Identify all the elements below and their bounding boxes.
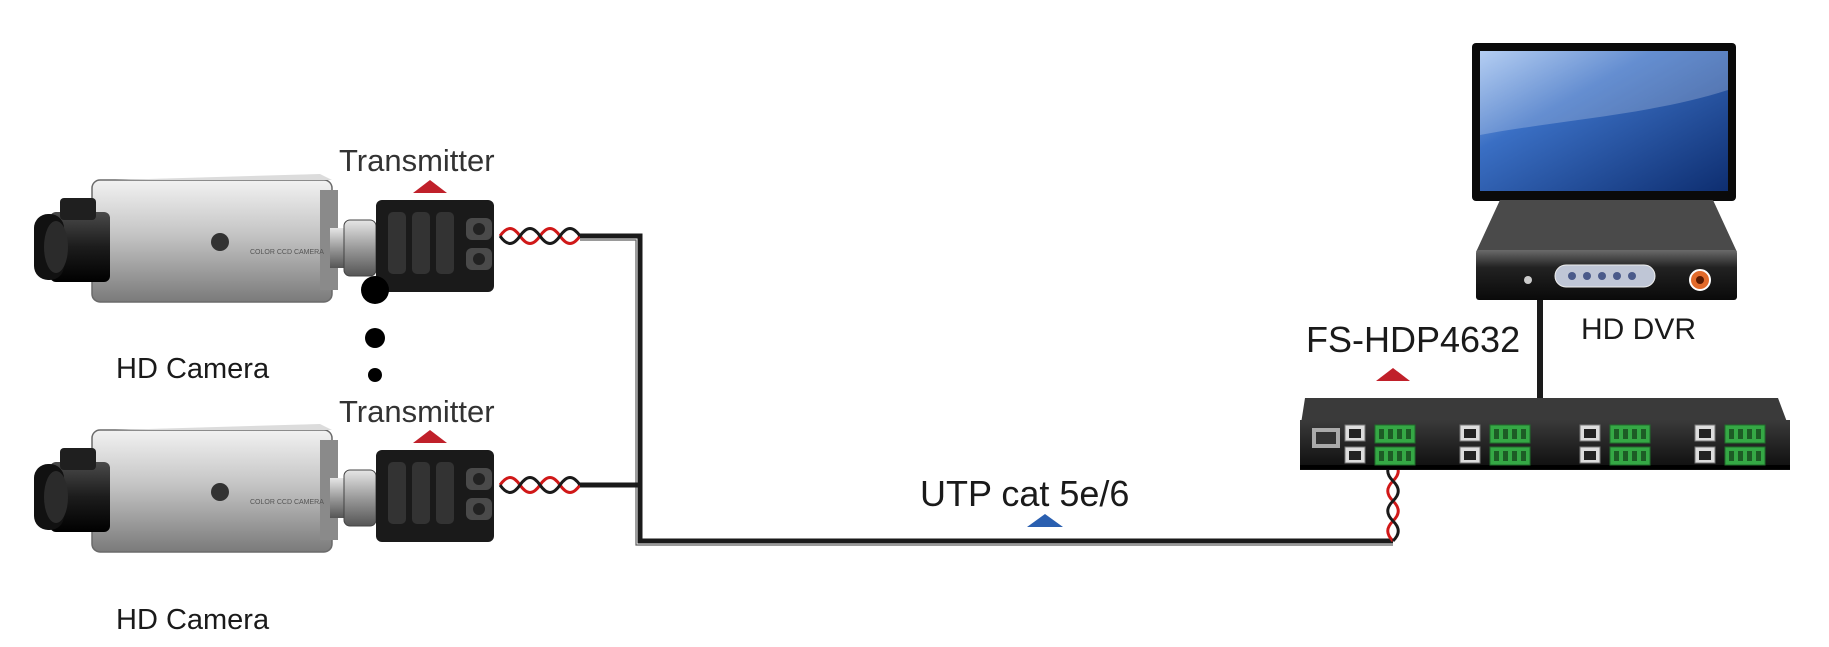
receiver-marker-icon (1376, 368, 1410, 381)
transmitter-top-marker-icon (413, 180, 447, 193)
receiver-rack-icon (1300, 398, 1790, 470)
receiver-dvr-cable (1537, 300, 1543, 398)
dvr-label: HD DVR (1581, 313, 1697, 346)
transmitter-top-label: Transmitter (339, 143, 495, 178)
transmitter-bottom-label: Transmitter (339, 394, 495, 429)
camera-bottom-label: HD Camera (116, 604, 270, 636)
ellipsis-dots-icon (361, 276, 389, 382)
camera-top-label: HD Camera (116, 353, 270, 385)
transmitter-bottom-marker-icon (413, 430, 447, 443)
cable-marker-icon (1027, 514, 1063, 527)
cable-label: UTP cat 5e/6 (920, 473, 1130, 514)
twisted-pair-top (498, 227, 582, 245)
camera-bottom-icon (33, 423, 339, 553)
transmitter-top-icon (329, 199, 495, 293)
transmitter-bottom-icon (329, 449, 495, 543)
utp-cable (580, 233, 1393, 544)
receiver-label: FS-HDP4632 (1306, 319, 1521, 360)
twisted-pair-bottom (498, 476, 582, 494)
dvr-with-monitor-icon (1472, 43, 1737, 300)
camera-top-icon (33, 173, 339, 303)
